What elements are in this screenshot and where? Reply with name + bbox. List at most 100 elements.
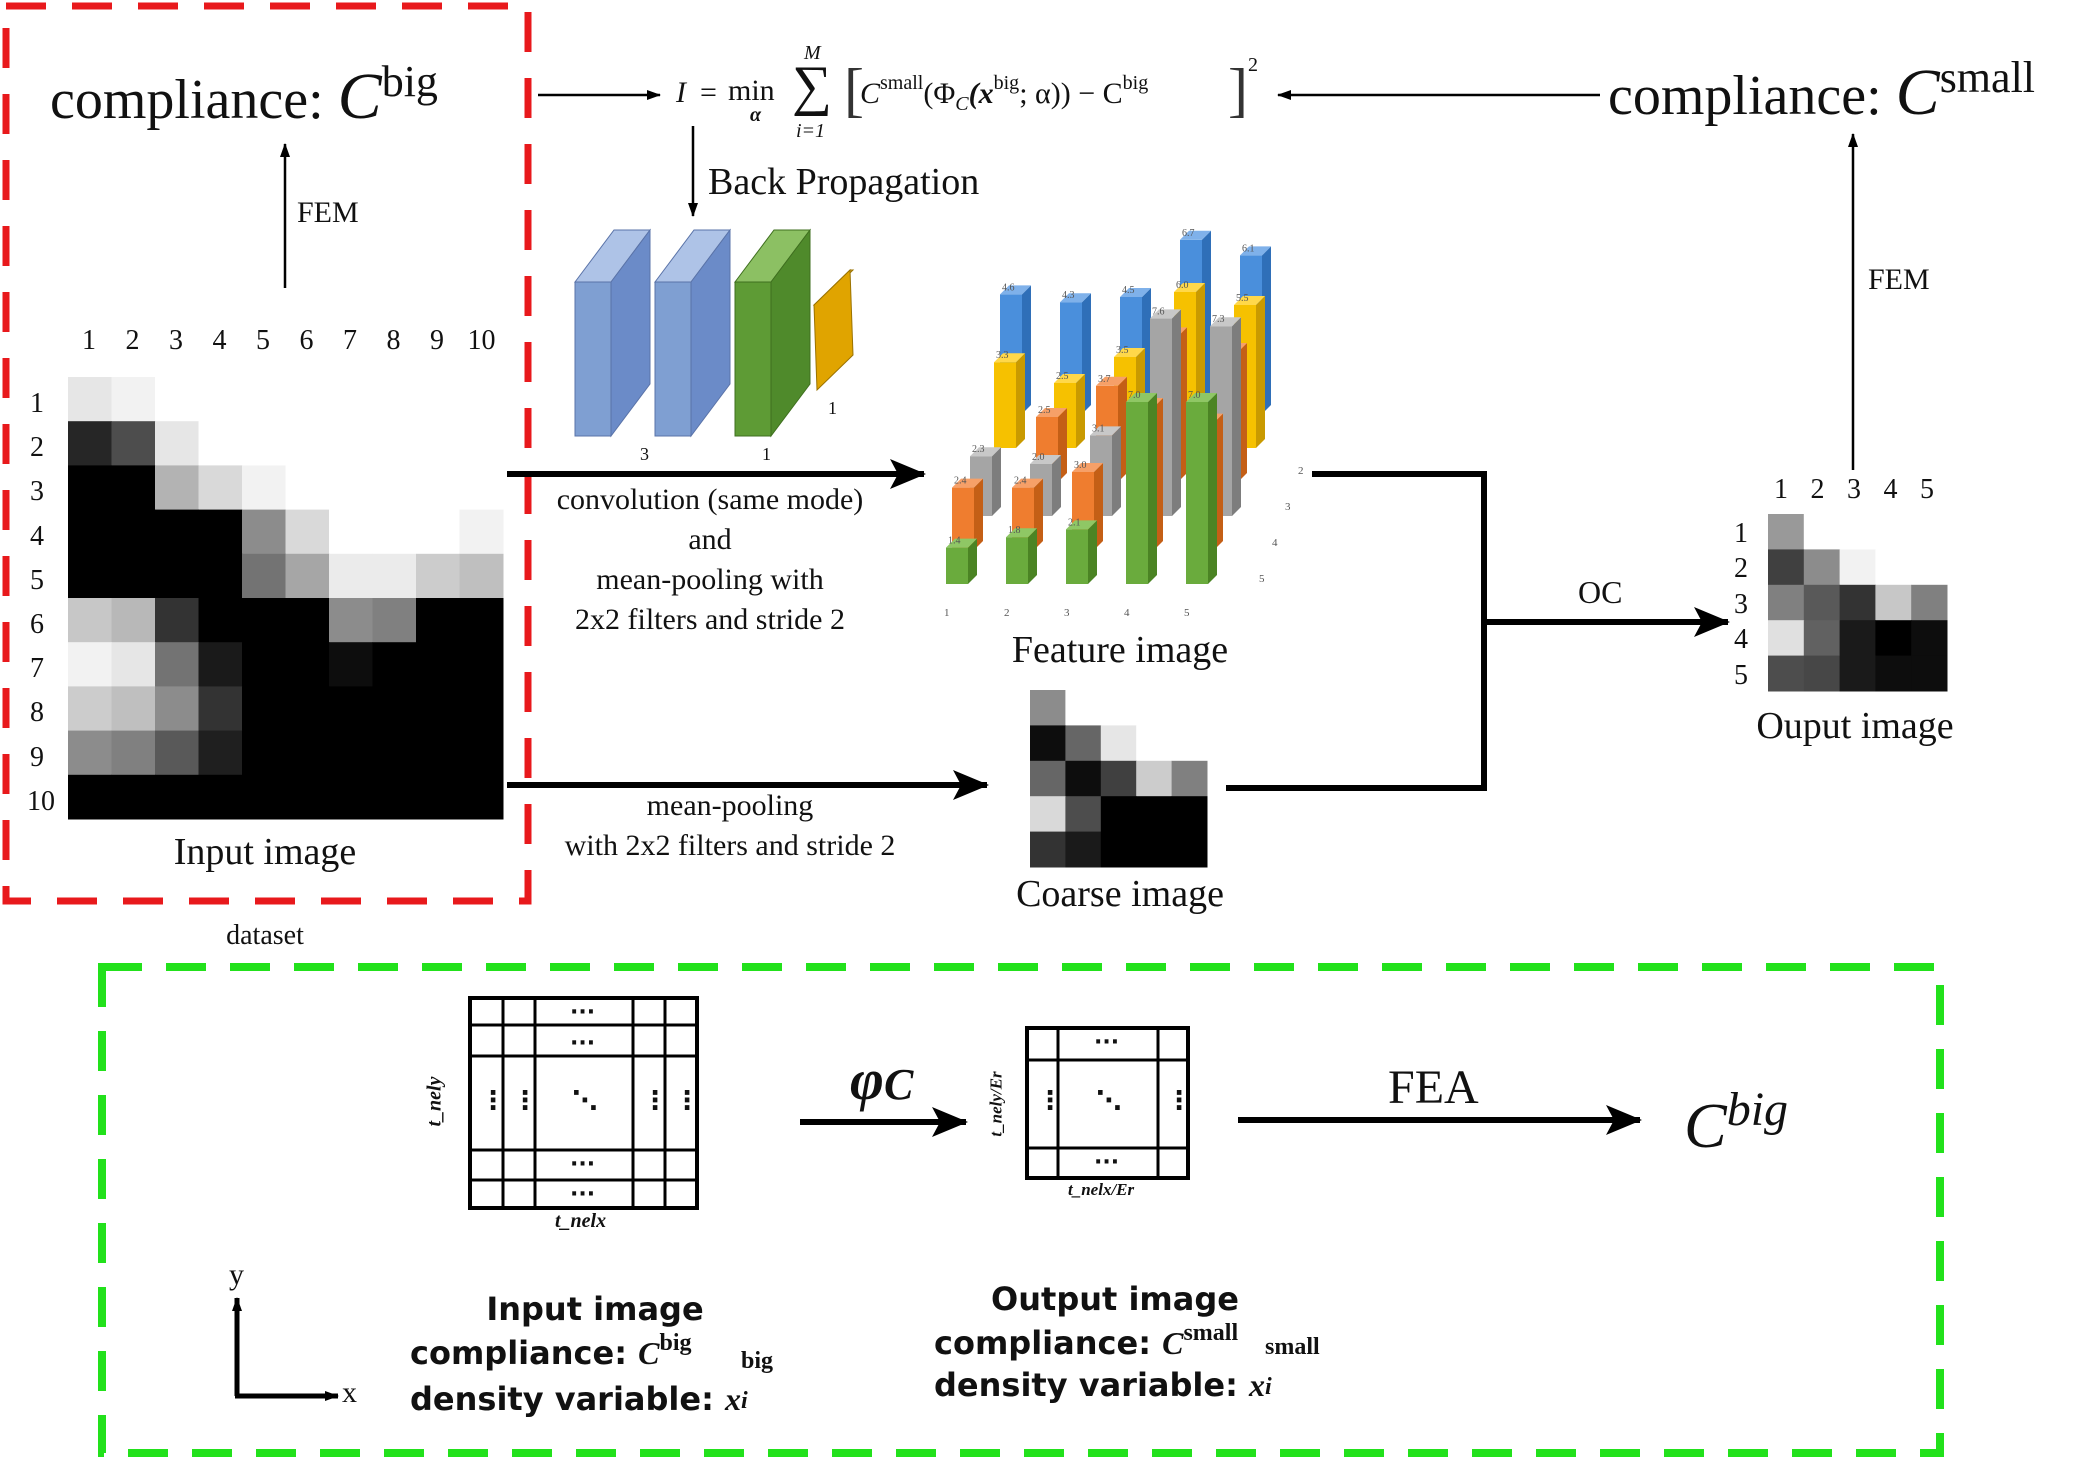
output-image-pixel bbox=[1839, 655, 1876, 692]
input-image-pixel bbox=[198, 553, 243, 599]
input-image-pixel bbox=[372, 642, 417, 687]
input-image-pixel bbox=[459, 421, 504, 466]
grid2-dots-right: ⋮ bbox=[1166, 1086, 1192, 1116]
input-image-pixel bbox=[111, 509, 156, 555]
feature-bar-green: 7.0 bbox=[1186, 390, 1217, 584]
input-image-pixel bbox=[285, 642, 330, 687]
output-image-pixels bbox=[1768, 514, 1948, 692]
feature-bar-value: 7.3 bbox=[1212, 314, 1225, 325]
input-image-pixel bbox=[68, 509, 112, 555]
input-row-label: 1 bbox=[30, 388, 44, 419]
input-image-pixel bbox=[285, 509, 330, 555]
feature-bar-green: 2.1 bbox=[1066, 517, 1097, 584]
input-image-pixel bbox=[198, 421, 243, 466]
grid2-dots-bottom: ··· bbox=[1094, 1150, 1120, 1175]
loss-equation: I = min α M ∑ i=1 [ Csmall(ΦC(xbig; α)) … bbox=[672, 40, 1262, 142]
feature-bar-value: 5.5 bbox=[1236, 293, 1249, 304]
dataset-border bbox=[2, 2, 532, 905]
input-image-pixel bbox=[416, 421, 460, 466]
output-image-pixel bbox=[1768, 655, 1805, 692]
input-image-pixel bbox=[329, 730, 373, 776]
input-image-pixel bbox=[198, 686, 243, 732]
input-image-pixel bbox=[68, 774, 112, 820]
feature-bar-value: 2.4 bbox=[1014, 476, 1027, 487]
coarse-image-pixel bbox=[1100, 760, 1137, 797]
input-image-pixel bbox=[155, 465, 199, 511]
feature-bar-value: 7.0 bbox=[1128, 390, 1141, 401]
output-image-pixel bbox=[1768, 584, 1805, 621]
coarse-image-pixel bbox=[1030, 831, 1066, 868]
input-image-pixel bbox=[68, 730, 112, 776]
phi-symbol: φ bbox=[850, 1047, 884, 1112]
input-col-label: 9 bbox=[430, 325, 444, 356]
coarse-image-pixel bbox=[1065, 760, 1102, 797]
grid2-dots-top: ··· bbox=[1094, 1030, 1120, 1055]
grid1-dots-left1: ⋮ bbox=[480, 1086, 506, 1116]
phi-c-label: φC bbox=[850, 1046, 913, 1113]
cbig-sup: big bbox=[1726, 1083, 1789, 1136]
input-image-pixels bbox=[68, 377, 504, 820]
input-image-pixel bbox=[68, 465, 112, 511]
input-image-pixel bbox=[242, 465, 286, 511]
input-image-pixel bbox=[198, 774, 243, 820]
input-image-pixel bbox=[68, 686, 112, 732]
input-row-label: 4 bbox=[30, 520, 44, 552]
grid1-dots-diag: ⋱ bbox=[572, 1086, 598, 1116]
input-row-label: 8 bbox=[30, 697, 44, 729]
input-image-pixel bbox=[416, 686, 460, 732]
axis-y-label: y bbox=[229, 1258, 244, 1291]
grid2-dots-diag: ⋱ bbox=[1096, 1086, 1122, 1116]
output-image-pixel bbox=[1875, 655, 1912, 692]
input-image-pixel bbox=[329, 421, 373, 466]
coarse-image-pixel bbox=[1136, 831, 1173, 868]
input-col-label: 5 bbox=[256, 325, 270, 356]
legend-output-title: Output image bbox=[991, 1280, 1239, 1318]
input-image-pixel bbox=[416, 774, 460, 820]
output-image-pixel bbox=[1911, 514, 1948, 550]
coarse-image-pixel bbox=[1100, 725, 1137, 762]
coarse-image-pixel bbox=[1065, 690, 1102, 726]
feature-bar-value: 2.0 bbox=[1032, 452, 1045, 463]
cbig-symbol: C bbox=[1684, 1090, 1727, 1161]
input-col-label: 6 bbox=[299, 325, 314, 356]
output-image-pixel bbox=[1875, 549, 1912, 586]
input-image-pixel bbox=[155, 553, 199, 599]
grid1-dots-right1: ⋮ bbox=[642, 1086, 668, 1116]
grid2-ylabel: t_nely/Er bbox=[986, 1071, 1006, 1137]
grid1-xlabel: t_nelx bbox=[555, 1210, 607, 1232]
feature-bar-value: 3.7 bbox=[1098, 374, 1111, 385]
input-image-pixel bbox=[285, 377, 330, 422]
loss-body: Csmall(ΦC(xbig; α)) − Cbig bbox=[860, 72, 1149, 115]
feature-depth-tick: 5 bbox=[1259, 573, 1265, 585]
feature-bar-green: 1.8 bbox=[1006, 525, 1037, 584]
coarse-image-pixel bbox=[1100, 831, 1137, 868]
back-propagation-label: Back Propagation bbox=[708, 161, 980, 203]
input-image-pixel bbox=[372, 553, 417, 599]
pool-text-line2: with 2x2 filters and stride 2 bbox=[564, 829, 896, 862]
input-image-pixel bbox=[285, 730, 330, 776]
feature-bar-value: 3.5 bbox=[1116, 345, 1129, 356]
feature-bar-value: 4.3 bbox=[1062, 290, 1075, 301]
input-image-pixel bbox=[372, 774, 417, 820]
coarse-image-pixel bbox=[1136, 796, 1173, 833]
input-image-pixel bbox=[68, 377, 112, 422]
input-image-pixel bbox=[329, 377, 373, 422]
input-row-label: 9 bbox=[30, 741, 44, 773]
input-image-pixel bbox=[459, 642, 504, 687]
coarse-image-pixel bbox=[1136, 725, 1173, 762]
loss-power: 2 bbox=[1248, 54, 1258, 76]
output-row-label: 1 bbox=[1734, 518, 1748, 549]
conv-text-line2: and bbox=[688, 523, 732, 556]
grid1-dots-right2: ⋮ bbox=[674, 1086, 700, 1116]
fea-label: FEA bbox=[1388, 1061, 1479, 1114]
input-image-pixel bbox=[111, 686, 156, 732]
input-image-pixel bbox=[416, 377, 460, 422]
loss-bracket-close: ] bbox=[1228, 57, 1248, 123]
grid1-dots-top2: ··· bbox=[570, 1031, 596, 1056]
feature-x-tick: 5 bbox=[1184, 607, 1190, 619]
input-image-pixel bbox=[68, 553, 112, 599]
compliance-small-sup: small bbox=[1939, 53, 2036, 102]
input-image-pixel bbox=[329, 642, 373, 687]
output-image-pixel bbox=[1768, 620, 1805, 657]
